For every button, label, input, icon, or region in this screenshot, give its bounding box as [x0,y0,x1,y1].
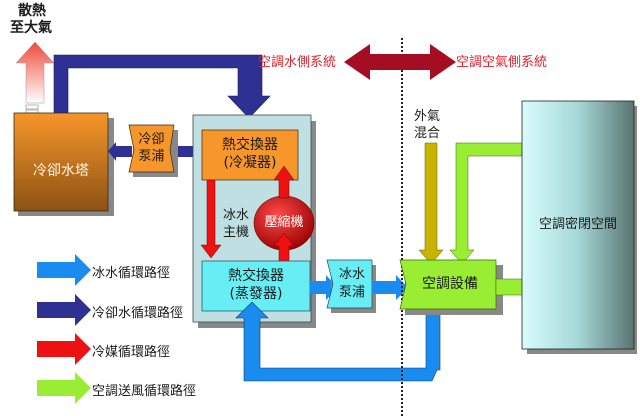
boundary-double-arrow [344,44,456,80]
outdoor-air-arrow [418,142,444,265]
conditioned-space [521,100,635,350]
legend-arrow-air [37,372,91,404]
chiller-label-1: 冰水 [223,208,250,223]
chilled-pump-label-2: 泵浦 [338,285,365,300]
refrigerant-up-arrow-top [273,165,295,199]
heat-release-label-1: 散熱 [18,3,46,19]
evaporator-label-2: (蒸發器) [229,286,283,302]
condenser-label-1: 熱交換器 [222,137,278,153]
air-side-label: 空調空氣側系統 [456,55,548,70]
chiller-label-2: 主機 [223,225,250,240]
heat-release-label-2: 至大氣 [10,20,52,36]
outdoor-air-label-1: 外氣 [414,109,441,124]
legend-supply-air: 空調送風循環路徑 [92,384,197,399]
legend-arrow-chilled [37,254,91,286]
legend-cooling-water: 冷卻水循環路徑 [92,306,184,321]
cooling-tower [13,112,109,212]
space-label: 空調密閉空間 [538,217,617,232]
chilled-water-return-pipe [235,301,441,382]
cooling-pump [128,124,175,173]
cooling-tower-label: 冷卻水塔 [33,163,89,179]
cooling-pump-label-1: 冷卻 [138,132,165,147]
legend-arrows [37,254,91,404]
heat-release-arrow [15,41,55,114]
return-air-arrow [449,142,523,265]
compressor-label: 壓縮機 [264,215,304,230]
refrigerant-up-arrow-bottom [273,232,295,263]
legend-arrow-cooling [37,294,91,326]
chilled-pump-label-1: 冰水 [338,267,365,282]
legend-refrigerant: 冷媒循環路徑 [92,345,171,360]
condenser-label-2: (冷凝器) [223,155,277,171]
evaporator-label-1: 熱交換器 [228,268,284,284]
legend-chilled-water: 冰水循環路徑 [92,266,171,281]
cooling-water-return-pipe [53,54,271,119]
ahu-box [399,259,497,310]
outdoor-air-label-2: 混合 [414,126,441,141]
legend-arrow-refrigerant [37,333,91,365]
ahu-label: 空調設備 [422,276,478,292]
refrigerant-down-arrow [200,179,222,259]
chilled-water-pipe-2 [372,275,408,300]
water-side-label: 空調水側系統 [258,55,337,70]
chilled-pump [326,259,373,309]
evaporator-box [201,260,311,312]
cooling-pump-label-2: 泵浦 [138,149,165,164]
